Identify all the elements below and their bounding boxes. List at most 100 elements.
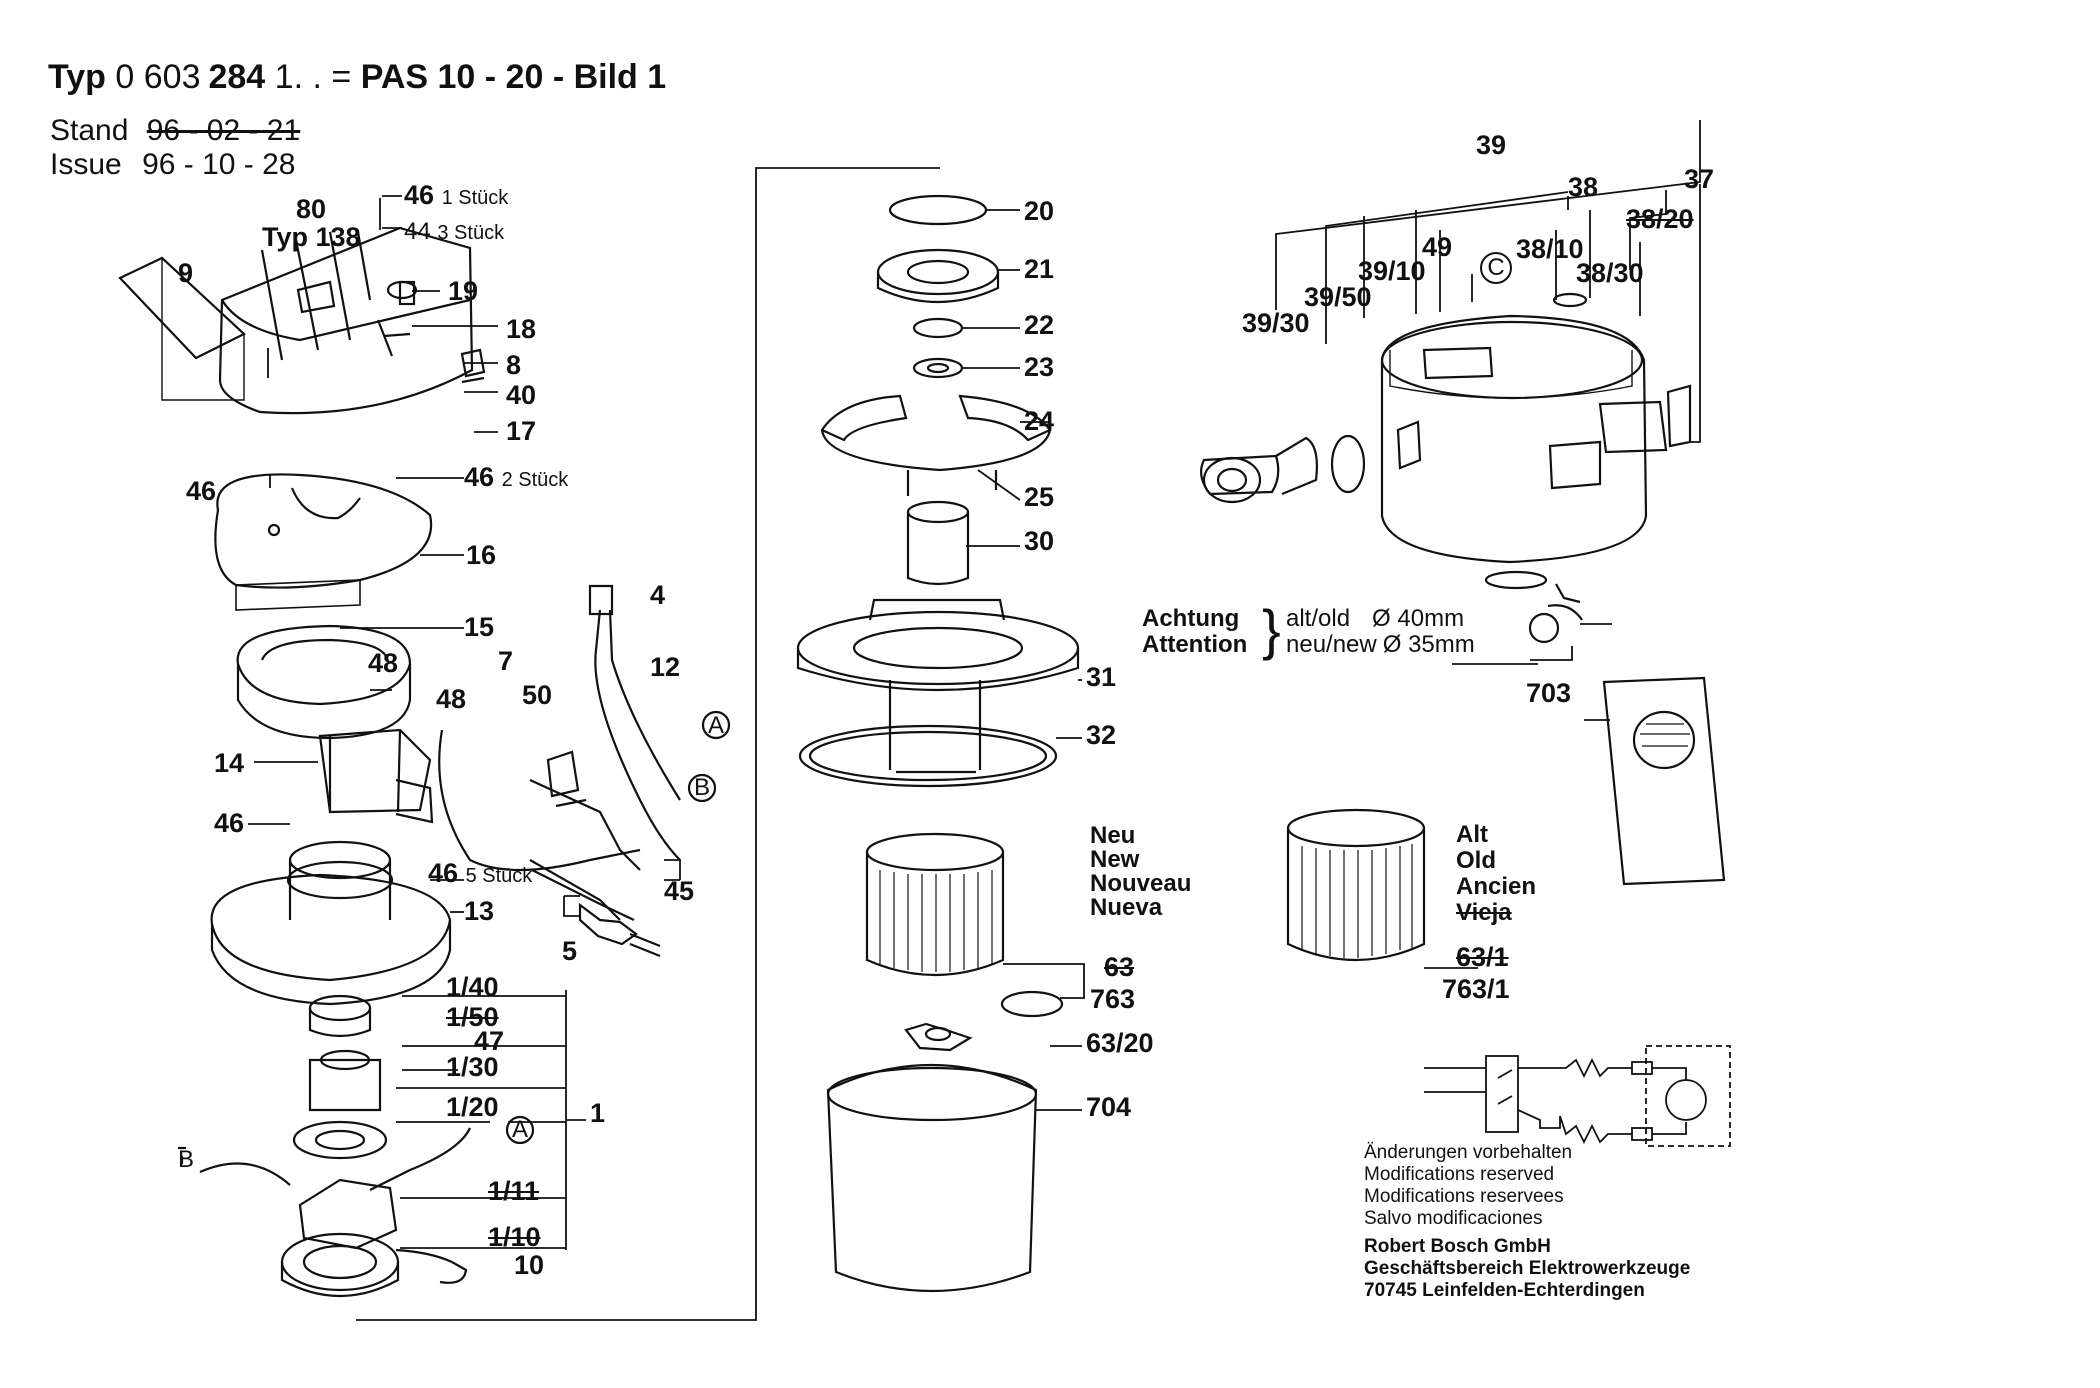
new-label-en: New [1090,846,1140,873]
note-fr: Modifications reservees [1364,1186,1564,1207]
note-en: Modifications reserved [1364,1164,1555,1185]
part-label-7: 7 [498,646,514,676]
stand-label: Stand [50,114,129,147]
part-label-typ138: Typ 138 [262,222,361,252]
right-callout-lines [1275,120,1701,721]
bag-drawing [1602,676,1726,886]
old-label-es: Vieja [1456,899,1512,926]
part-label-38-10: 38/10 [1516,234,1584,264]
part-label-30: 30 [1024,526,1055,556]
old-filter-label: Alt Old Ancien Vieja [1456,822,1536,926]
part-label-14: 14 [214,748,245,778]
part-label-46-a: 46 1 Stück [404,180,509,210]
cable-drawing [199,584,681,1284]
attention-heading: Achtung Attention [1142,606,1247,658]
old-label-fr: Ancien [1456,873,1537,900]
old-filter-drawing [1286,808,1478,969]
part-label-1-20: 1/20 [446,1092,499,1122]
part-label-1: 1 [590,1098,606,1128]
connector-a-label: A [708,712,725,739]
part-label-48-b: 48 [436,684,467,714]
part-label-18: 18 [506,314,537,344]
part-note-44: 3 Stück [437,222,505,244]
title-prefix: Typ [48,58,106,96]
part-label-38-20: 38/20 [1626,204,1694,234]
motor-housing-drawing [288,728,434,920]
part-label-24: 24 [1024,406,1055,436]
part-label-40: 40 [506,380,537,410]
base-plate-drawing [210,860,452,1006]
container-drawing [1380,292,1692,644]
attention-de: Achtung [1142,605,1240,632]
company-address: 70745 Leinfelden-Echterdingen [1364,1280,1645,1301]
part-label-5: 5 [562,936,578,966]
issue-label: Issue [50,148,122,181]
title-code-b: 284 [208,58,266,96]
filter-ring-drawing [236,624,412,740]
part-label-39-50: 39/50 [1304,282,1372,312]
part-label-50: 50 [522,680,553,710]
part-label-763-1: 763/1 [1442,974,1510,1004]
old-label-en: Old [1456,847,1496,874]
part-label-13: 13 [464,896,495,926]
connector-b-label: B [694,774,711,801]
attention-new: neu/new [1286,631,1377,658]
part-label-47: 47 [474,1026,505,1056]
attention-new-size: Ø 35mm [1382,631,1475,658]
center-callout-lines [962,209,1085,1111]
title-code-a: 0 603 [115,58,201,96]
hose-adapter-drawing [1199,434,1366,504]
part-label-39-10: 39/10 [1358,256,1426,286]
part-label-703: 703 [1526,678,1572,708]
part-label-25: 25 [1024,482,1055,512]
assembly-bracket-line [356,167,940,1321]
modifications-notes: Änderungen vorbehalten Modifications res… [1364,1142,1572,1230]
new-label-de: Neu [1090,822,1136,849]
part-label-63-1: 63/1 [1456,942,1509,972]
part-label-38: 38 [1568,172,1599,202]
stand-value: 96 - 02 - 21 [146,114,301,147]
part-label-38-30: 38/30 [1576,258,1644,288]
part-label-46-b: 46 [186,476,217,506]
connector-a-label-lower: A [512,1116,529,1143]
new-label-es: Nueva [1090,894,1163,921]
part-label-31: 31 [1086,662,1117,692]
part-label-1-30: 1/30 [446,1052,499,1082]
part-label-46-d: 46 [214,808,245,838]
part-label-48-a: 48 [368,648,399,678]
wiring-schematic-drawing [1424,1045,1731,1147]
part-label-22: 22 [1024,310,1055,340]
part-note-46-e: 5 Stück [465,865,533,887]
part-label-10: 10 [514,1250,545,1280]
part-label-23: 23 [1024,352,1055,382]
part-label-45: 45 [664,876,695,906]
attention-old: alt/old [1286,605,1351,632]
part-label-46-e: 46 5 Stück [428,858,533,888]
part-label-1-50: 1/50 [446,1002,499,1032]
part-label-63-20: 63/20 [1086,1028,1154,1058]
part-label-39: 39 [1476,130,1507,160]
issue-line: Issue 96 - 10 - 28 [50,148,296,182]
part-label-21: 21 [1024,254,1055,284]
new-label-fr: Nouveau [1090,870,1192,897]
part-label-15: 15 [464,612,495,642]
connector-c-label: C [1480,252,1512,284]
company-info: Robert Bosch GmbH Geschäftsbereich Elekt… [1364,1236,1690,1302]
old-label-de: Alt [1456,821,1488,848]
left-callout-lines [248,195,681,1250]
attention-en: Attention [1142,631,1248,658]
part-label-63: 63 [1104,952,1135,982]
part-label-20: 20 [1024,196,1055,226]
cover-plate-drawing [214,473,433,611]
attention-brace: } [1262,598,1281,661]
part-label-1-10: 1/10 [488,1222,541,1252]
connector-b-label-lower: B [178,1146,195,1173]
part-note-46-c: 2 Stück [501,469,569,491]
part-label-12: 12 [650,652,681,682]
part-label-46-c: 46 2 Stück [464,462,569,492]
attention-old-size: Ø 40mm [1372,605,1465,632]
